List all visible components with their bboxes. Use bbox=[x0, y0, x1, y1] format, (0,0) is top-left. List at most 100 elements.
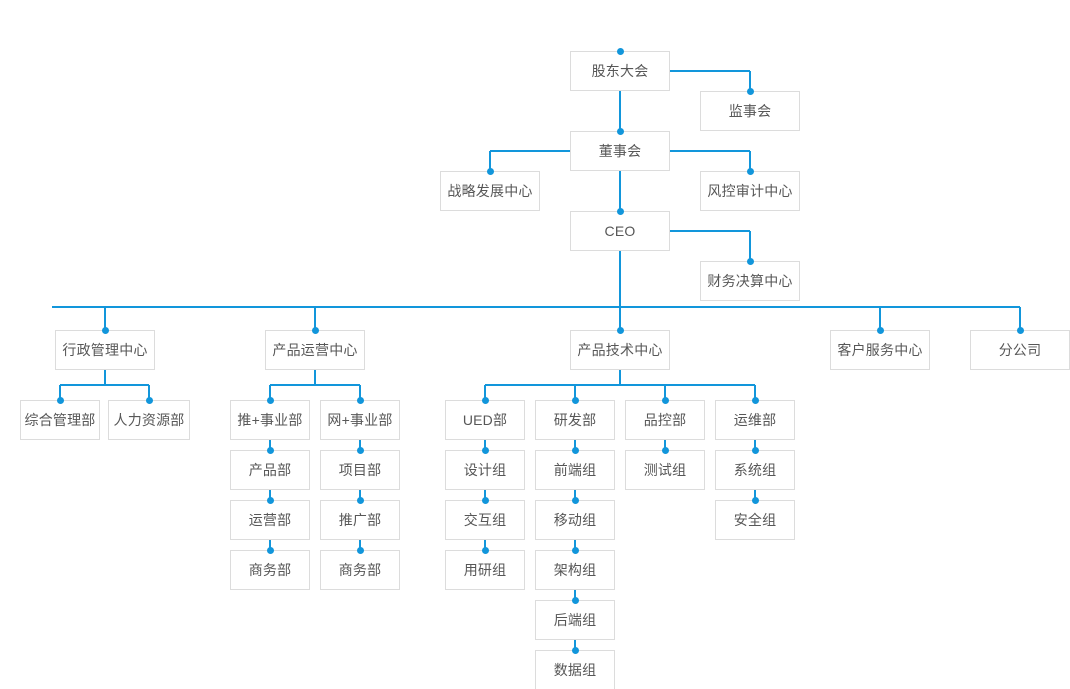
org-node-label: 测试组 bbox=[643, 462, 687, 478]
connector-dot-icon bbox=[571, 446, 579, 454]
org-node-label: 项目部 bbox=[338, 462, 382, 478]
org-node-backend[interactable]: 后端组 bbox=[535, 600, 615, 640]
org-node-mobile[interactable]: 移动组 bbox=[535, 500, 615, 540]
org-node-general[interactable]: 综合管理部 bbox=[20, 400, 100, 440]
connector-dot-icon bbox=[356, 496, 364, 504]
org-node-product[interactable]: 产品部 bbox=[230, 450, 310, 490]
org-node-label: 商务部 bbox=[338, 562, 382, 578]
org-node-label: 运维部 bbox=[733, 412, 777, 428]
connector-dot-icon bbox=[571, 596, 579, 604]
org-node-label: 移动组 bbox=[553, 512, 597, 528]
org-node-label: 用研组 bbox=[463, 562, 507, 578]
org-node-branch[interactable]: 分公司 bbox=[970, 330, 1070, 370]
org-node-label: 风控审计中心 bbox=[707, 183, 793, 199]
org-node-promotion[interactable]: 推广部 bbox=[320, 500, 400, 540]
org-node-research[interactable]: 用研组 bbox=[445, 550, 525, 590]
connector-dot-icon bbox=[145, 396, 153, 404]
connector-dot-icon bbox=[311, 326, 319, 334]
org-node-qa[interactable]: 品控部 bbox=[625, 400, 705, 440]
org-node-label: 董事会 bbox=[598, 143, 642, 159]
org-node-ued[interactable]: UED部 bbox=[445, 400, 525, 440]
org-node-label: 综合管理部 bbox=[24, 412, 96, 428]
connector-dot-icon bbox=[571, 396, 579, 404]
org-node-supervisors[interactable]: 监事会 bbox=[700, 91, 800, 131]
connector-dot-icon bbox=[1016, 326, 1024, 334]
connector-dot-icon bbox=[481, 396, 489, 404]
org-node-label: 后端组 bbox=[553, 612, 597, 628]
org-node-ceo[interactable]: CEO bbox=[570, 211, 670, 251]
org-node-label: UED部 bbox=[462, 412, 508, 428]
connector-dot-icon bbox=[616, 326, 624, 334]
org-node-system[interactable]: 系统组 bbox=[715, 450, 795, 490]
org-node-label: 行政管理中心 bbox=[62, 342, 148, 358]
org-node-business2[interactable]: 商务部 bbox=[320, 550, 400, 590]
connector-dot-icon bbox=[746, 87, 754, 95]
org-node-customer[interactable]: 客户服务中心 bbox=[830, 330, 930, 370]
connector-dot-icon bbox=[751, 496, 759, 504]
connector-dot-icon bbox=[481, 496, 489, 504]
org-node-test[interactable]: 测试组 bbox=[625, 450, 705, 490]
connector-dot-icon bbox=[616, 127, 624, 135]
connector-dot-icon bbox=[616, 207, 624, 215]
org-node-hr[interactable]: 人力资源部 bbox=[108, 400, 190, 440]
org-node-data[interactable]: 数据组 bbox=[535, 650, 615, 689]
org-node-prodtech[interactable]: 产品技术中心 bbox=[570, 330, 670, 370]
org-node-design[interactable]: 设计组 bbox=[445, 450, 525, 490]
org-node-label: 前端组 bbox=[553, 462, 597, 478]
connector-dot-icon bbox=[616, 47, 624, 55]
org-node-label: 研发部 bbox=[553, 412, 597, 428]
org-node-architecture[interactable]: 架构组 bbox=[535, 550, 615, 590]
org-node-label: 战略发展中心 bbox=[447, 183, 533, 199]
org-node-project[interactable]: 项目部 bbox=[320, 450, 400, 490]
org-node-label: 监事会 bbox=[728, 103, 772, 119]
connector-dot-icon bbox=[571, 496, 579, 504]
connector-dot-icon bbox=[266, 446, 274, 454]
org-node-wangbu[interactable]: 网+事业部 bbox=[320, 400, 400, 440]
org-node-tuibu[interactable]: 推+事业部 bbox=[230, 400, 310, 440]
org-node-prodops[interactable]: 产品运营中心 bbox=[265, 330, 365, 370]
org-node-security[interactable]: 安全组 bbox=[715, 500, 795, 540]
org-node-label: 产品部 bbox=[248, 462, 292, 478]
connector-dot-icon bbox=[661, 446, 669, 454]
connector-dot-icon bbox=[356, 396, 364, 404]
org-node-label: 产品技术中心 bbox=[577, 342, 663, 358]
connector-dot-icon bbox=[661, 396, 669, 404]
connector-dot-icon bbox=[101, 326, 109, 334]
org-node-business1[interactable]: 商务部 bbox=[230, 550, 310, 590]
connector-dot-icon bbox=[486, 167, 494, 175]
org-node-rd[interactable]: 研发部 bbox=[535, 400, 615, 440]
org-node-label: 运营部 bbox=[248, 512, 292, 528]
org-node-label: 网+事业部 bbox=[327, 412, 393, 428]
org-node-riskaudit[interactable]: 风控审计中心 bbox=[700, 171, 800, 211]
org-node-label: 品控部 bbox=[643, 412, 687, 428]
org-node-label: 推广部 bbox=[338, 512, 382, 528]
org-node-label: 产品运营中心 bbox=[272, 342, 358, 358]
connector-dot-icon bbox=[571, 646, 579, 654]
connector-dot-icon bbox=[876, 326, 884, 334]
connector-dot-icon bbox=[481, 546, 489, 554]
org-node-interaction[interactable]: 交互组 bbox=[445, 500, 525, 540]
org-node-shareholders[interactable]: 股东大会 bbox=[570, 51, 670, 91]
org-node-label: 数据组 bbox=[553, 662, 597, 678]
org-node-board[interactable]: 董事会 bbox=[570, 131, 670, 171]
org-node-label: 推+事业部 bbox=[237, 412, 303, 428]
org-node-label: 系统组 bbox=[733, 462, 777, 478]
org-node-operation[interactable]: 运营部 bbox=[230, 500, 310, 540]
org-node-strategy[interactable]: 战略发展中心 bbox=[440, 171, 540, 211]
connector-dot-icon bbox=[746, 257, 754, 265]
connector-dot-icon bbox=[266, 546, 274, 554]
connector-dot-icon bbox=[571, 546, 579, 554]
connector-dot-icon bbox=[266, 496, 274, 504]
org-node-ops[interactable]: 运维部 bbox=[715, 400, 795, 440]
org-node-admin[interactable]: 行政管理中心 bbox=[55, 330, 155, 370]
org-node-label: 安全组 bbox=[733, 512, 777, 528]
connector-dot-icon bbox=[266, 396, 274, 404]
org-node-frontend[interactable]: 前端组 bbox=[535, 450, 615, 490]
org-node-label: 股东大会 bbox=[591, 63, 649, 79]
org-node-label: 架构组 bbox=[553, 562, 597, 578]
org-node-label: 客户服务中心 bbox=[837, 342, 923, 358]
org-node-label: 人力资源部 bbox=[113, 412, 185, 428]
org-node-finance[interactable]: 财务决算中心 bbox=[700, 261, 800, 301]
connector-dot-icon bbox=[751, 396, 759, 404]
